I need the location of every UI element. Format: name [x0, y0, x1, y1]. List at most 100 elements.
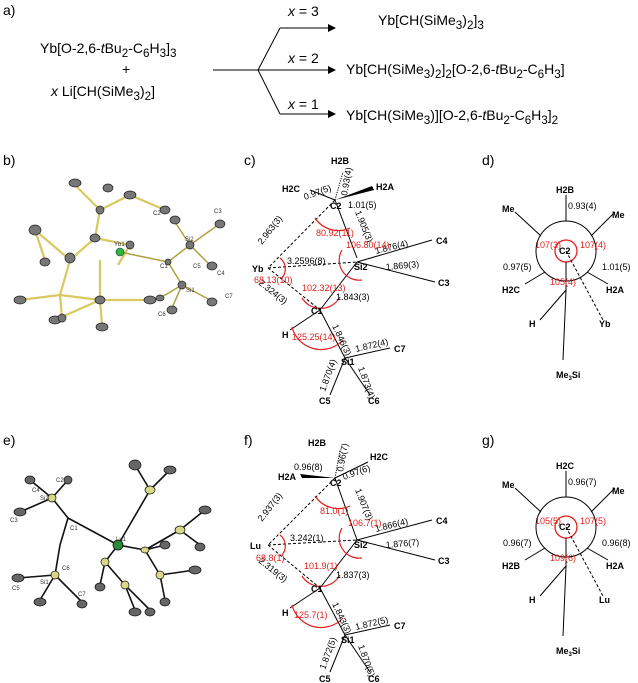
svg-text:0.93(4): 0.93(4): [339, 167, 354, 197]
svg-text:Si1: Si1: [40, 580, 49, 586]
svg-text:C7: C7: [394, 344, 406, 354]
svg-text:C7: C7: [394, 621, 406, 631]
reactant-1: Yb[O-2,6-tBu2-C6H3]3: [40, 40, 177, 60]
svg-text:Me: Me: [612, 486, 625, 496]
product-x2: Yb[CH(SiMe3)2]2[O-2,6-tBu2-C6H3]: [346, 61, 565, 81]
svg-text:C2: C2: [330, 478, 342, 488]
svg-text:H: H: [282, 608, 289, 618]
svg-text:C4: C4: [436, 516, 448, 526]
svg-text:C2: C2: [56, 478, 64, 484]
svg-text:C3: C3: [10, 518, 18, 524]
lu-atom: [112, 539, 124, 551]
svg-text:0.96(8): 0.96(8): [602, 538, 631, 548]
svg-text:105(4): 105(4): [550, 277, 576, 287]
svg-text:106.80(14): 106.80(14): [346, 240, 390, 250]
svg-text:H2B: H2B: [556, 185, 575, 195]
svg-text:H2C: H2C: [282, 184, 301, 194]
svg-text:1.869(3): 1.869(3): [385, 259, 419, 272]
svg-text:Si1: Si1: [341, 635, 355, 645]
panel-f-label: f): [244, 432, 253, 448]
svg-text:1.873(4): 1.873(4): [356, 365, 377, 400]
svg-text:0.96(7): 0.96(7): [335, 443, 350, 473]
svg-text:H: H: [282, 330, 289, 340]
svg-text:Lu: Lu: [250, 541, 261, 551]
svg-text:Me3Si: Me3Si: [556, 646, 580, 658]
newman-g: [514, 471, 616, 637]
svg-text:81.0(1): 81.0(1): [320, 506, 349, 516]
svg-text:H2A: H2A: [606, 561, 625, 571]
svg-text:107(5): 107(5): [580, 516, 606, 526]
yb-atom: [115, 247, 125, 257]
svg-text:C1: C1: [160, 264, 168, 270]
condition-x3: x = 3: [288, 3, 319, 19]
svg-text:107(3): 107(3): [535, 240, 561, 250]
svg-text:105(5): 105(5): [535, 516, 561, 526]
svg-text:102.32(13): 102.32(13): [302, 283, 346, 293]
svg-text:Me: Me: [612, 210, 625, 220]
svg-text:Si2: Si2: [354, 262, 368, 272]
svg-text:101.9(1): 101.9(1): [304, 561, 338, 571]
svg-text:1.01(5): 1.01(5): [348, 200, 377, 210]
ortep-structure-e: [17, 464, 206, 611]
ortep-si-atoms-e: [47, 485, 186, 590]
svg-text:C3: C3: [438, 278, 450, 288]
svg-text:H2B: H2B: [308, 438, 327, 448]
svg-text:2.963(3): 2.963(3): [256, 214, 285, 247]
ortep-ellipsoids-b: [13, 178, 226, 332]
svg-text:C1: C1: [311, 306, 323, 316]
svg-text:C6: C6: [368, 674, 380, 683]
svg-text:3.2596(8): 3.2596(8): [287, 256, 326, 266]
svg-text:Yb: Yb: [599, 319, 611, 329]
svg-text:C7: C7: [78, 592, 86, 598]
svg-text:C4: C4: [217, 271, 225, 277]
svg-text:H2C: H2C: [502, 285, 521, 295]
svg-text:C1: C1: [311, 584, 323, 594]
structure-c: [267, 171, 436, 396]
svg-text:H2B: H2B: [502, 561, 521, 571]
svg-text:109(6): 109(6): [550, 553, 576, 563]
svg-text:68.13(10): 68.13(10): [254, 275, 293, 285]
svg-text:1.907(3): 1.907(3): [353, 487, 375, 522]
svg-text:125.7(1): 125.7(1): [294, 610, 328, 620]
svg-text:C2: C2: [559, 246, 571, 256]
svg-text:Yb: Yb: [252, 264, 264, 274]
svg-text:Si2: Si2: [354, 540, 368, 550]
svg-text:C5: C5: [193, 264, 201, 270]
panel-a-label: a): [3, 2, 16, 18]
svg-text:3.242(1): 3.242(1): [290, 533, 324, 543]
svg-text:Si1: Si1: [341, 357, 355, 367]
product-x3: Yb[CH(SiMe3)2]3: [378, 12, 484, 32]
structure-f: [267, 449, 436, 673]
angle-arcs-c: [279, 217, 363, 351]
svg-text:C6: C6: [158, 312, 166, 318]
svg-text:H2B: H2B: [331, 156, 350, 166]
svg-text:C1: C1: [70, 526, 78, 532]
svg-text:C2: C2: [153, 211, 161, 217]
svg-text:Me: Me: [502, 204, 515, 214]
svg-text:C2: C2: [330, 201, 342, 211]
svg-text:1.870(4): 1.870(4): [317, 358, 338, 393]
svg-text:Lu: Lu: [599, 595, 610, 605]
svg-text:Lu1: Lu1: [116, 537, 127, 543]
svg-text:1.843(3): 1.843(3): [336, 292, 370, 302]
svg-text:107(4): 107(4): [580, 240, 606, 250]
reaction-arrows: [213, 24, 336, 118]
svg-text:0.93(4): 0.93(4): [568, 201, 597, 211]
svg-text:Yb1: Yb1: [114, 242, 125, 248]
svg-text:2.937(3): 2.937(3): [256, 491, 285, 524]
svg-text:106.7(1): 106.7(1): [348, 518, 382, 528]
panel-d-label: d): [482, 152, 494, 168]
panel-b-label: b): [3, 152, 15, 168]
angle-arcs-f: [279, 495, 363, 629]
reactant-2: x Li[CH(SiMe3)2]: [51, 83, 155, 103]
ortep-ellipsoids-e: [11, 459, 212, 617]
svg-text:1.837(3): 1.837(3): [336, 570, 370, 580]
svg-text:C3: C3: [438, 556, 450, 566]
svg-text:0.97(5): 0.97(5): [503, 262, 532, 272]
svg-text:Si2: Si2: [40, 496, 49, 502]
ortep-structure-b: [19, 184, 166, 326]
svg-text:C2: C2: [559, 522, 571, 532]
svg-text:H2A: H2A: [278, 472, 297, 482]
svg-text:125.25(14): 125.25(14): [292, 332, 336, 342]
